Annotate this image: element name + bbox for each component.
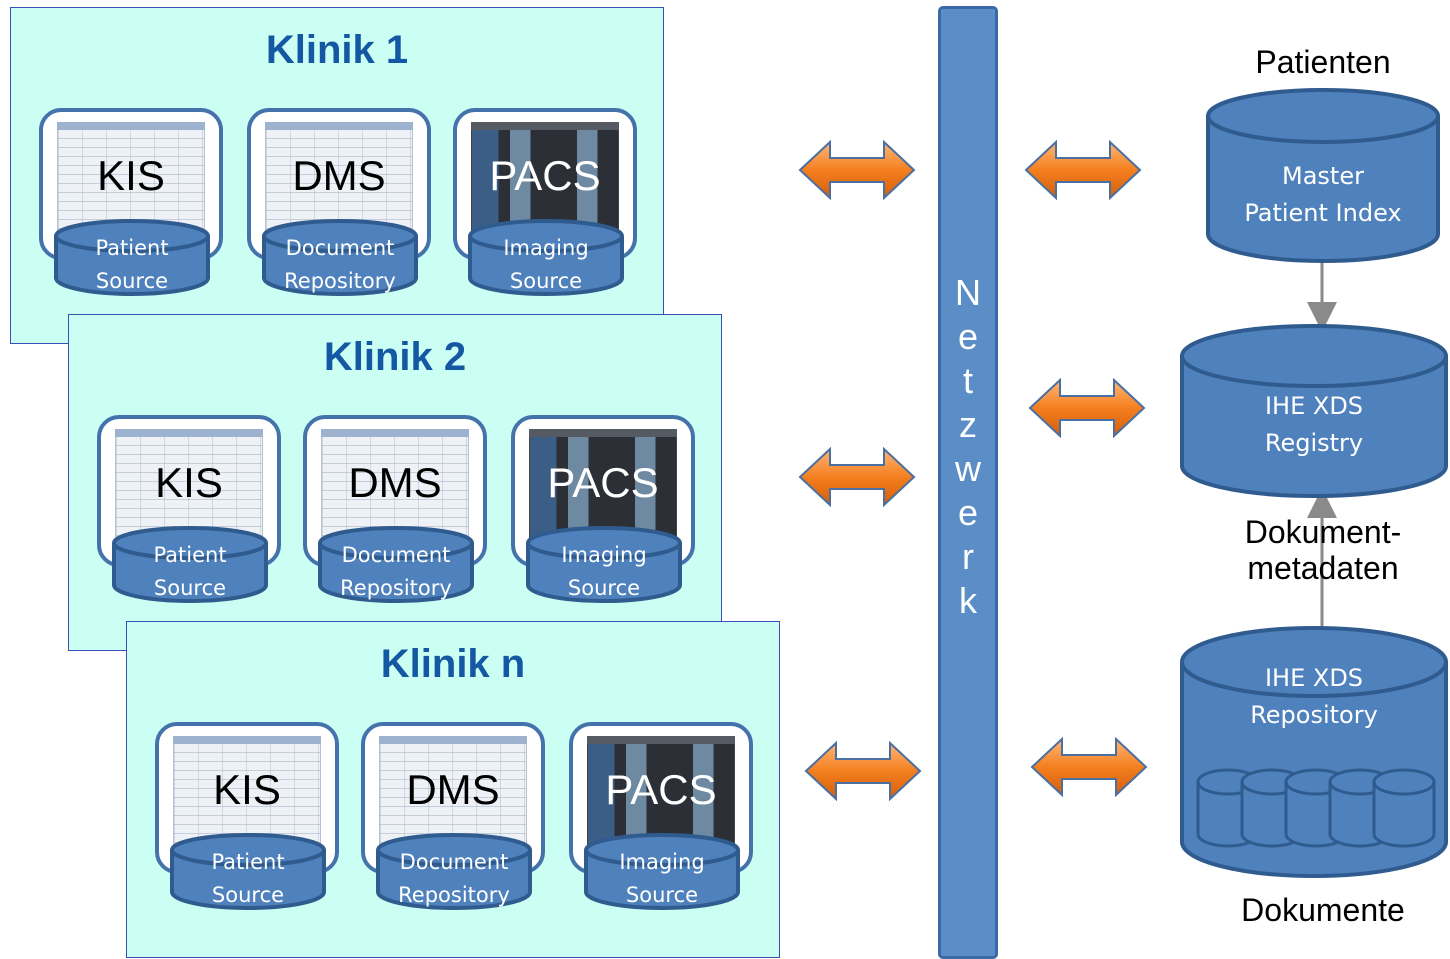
mpi-label-line1: Master <box>1282 162 1364 190</box>
system-label: KIS <box>155 459 223 506</box>
system-label: DMS <box>348 459 442 506</box>
system-label: DMS <box>406 766 500 813</box>
clinic-title: Klinik 2 <box>323 335 467 379</box>
network-letter: w <box>955 448 981 489</box>
db-label-line2: Source <box>509 269 583 293</box>
db-label-line1: Imaging <box>619 850 705 874</box>
double-arrow-icon <box>1029 379 1145 437</box>
db-label-line1: Document <box>285 236 395 260</box>
system-label: PACS <box>547 459 659 506</box>
double-arrow-icon <box>1025 141 1141 199</box>
network-letter: N <box>955 272 981 313</box>
system-label: DMS <box>292 152 386 199</box>
repository-label-line1: IHE XDS <box>1264 664 1364 692</box>
db-label-line2: Repository <box>340 576 452 600</box>
dokument-metadaten-label: Dokument- metadaten <box>1206 514 1440 586</box>
db-label-line2: Repository <box>284 269 396 293</box>
system-label: KIS <box>97 152 165 199</box>
connector-lines <box>1307 261 1337 640</box>
patienten-label: Patienten <box>1255 44 1391 80</box>
double-arrow-icon <box>1031 738 1147 796</box>
network-letter: z <box>959 404 977 445</box>
network-bar: N e t z w e r k <box>938 6 998 959</box>
db-label-line2: Repository <box>398 883 510 907</box>
document-store-icons <box>1196 768 1436 848</box>
db-label-line2: Source <box>153 576 227 600</box>
double-arrow-icon <box>799 141 915 199</box>
clinic-title: Klinik n <box>380 642 526 686</box>
metadata-label-line2: metadaten <box>1247 550 1399 586</box>
network-letter: e <box>957 316 979 357</box>
double-arrow-icon <box>805 742 921 800</box>
network-letter: t <box>962 360 973 401</box>
db-label-line1: Patient <box>95 236 169 260</box>
db-label-line1: Document <box>399 850 509 874</box>
metadata-label-line1: Dokument- <box>1244 514 1402 550</box>
db-label-line2: Source <box>625 883 699 907</box>
ihe-xds-registry-db: IHE XDS Registry <box>1178 322 1450 500</box>
db-label-line1: Imaging <box>503 236 589 260</box>
double-arrow-icon <box>799 448 915 506</box>
registry-label-line1: IHE XDS <box>1264 392 1364 420</box>
db-label-line1: Patient <box>211 850 285 874</box>
db-label-line2: Source <box>95 269 169 293</box>
clinic-title: Klinik 1 <box>265 28 409 72</box>
network-label: N e t z w e r k <box>941 271 995 623</box>
registry-label-line2: Registry <box>1264 429 1364 457</box>
db-label-line1: Document <box>341 543 451 567</box>
db-label-line1: Imaging <box>561 543 647 567</box>
db-label-line1: Patient <box>153 543 227 567</box>
network-letter: r <box>962 536 974 577</box>
repository-label-line2: Repository <box>1250 701 1378 729</box>
network-letter: e <box>957 492 979 533</box>
ihe-xds-repository-db: IHE XDS Repository <box>1178 622 1450 882</box>
system-label: PACS <box>605 766 717 813</box>
network-letter: k <box>959 580 977 621</box>
mpi-label-line2: Patient Index <box>1244 199 1402 227</box>
db-label-line2: Source <box>567 576 641 600</box>
system-label: KIS <box>213 766 281 813</box>
system-label: PACS <box>489 152 601 199</box>
db-label-line2: Source <box>211 883 285 907</box>
dokumente-label: Dokumente <box>1241 892 1405 928</box>
